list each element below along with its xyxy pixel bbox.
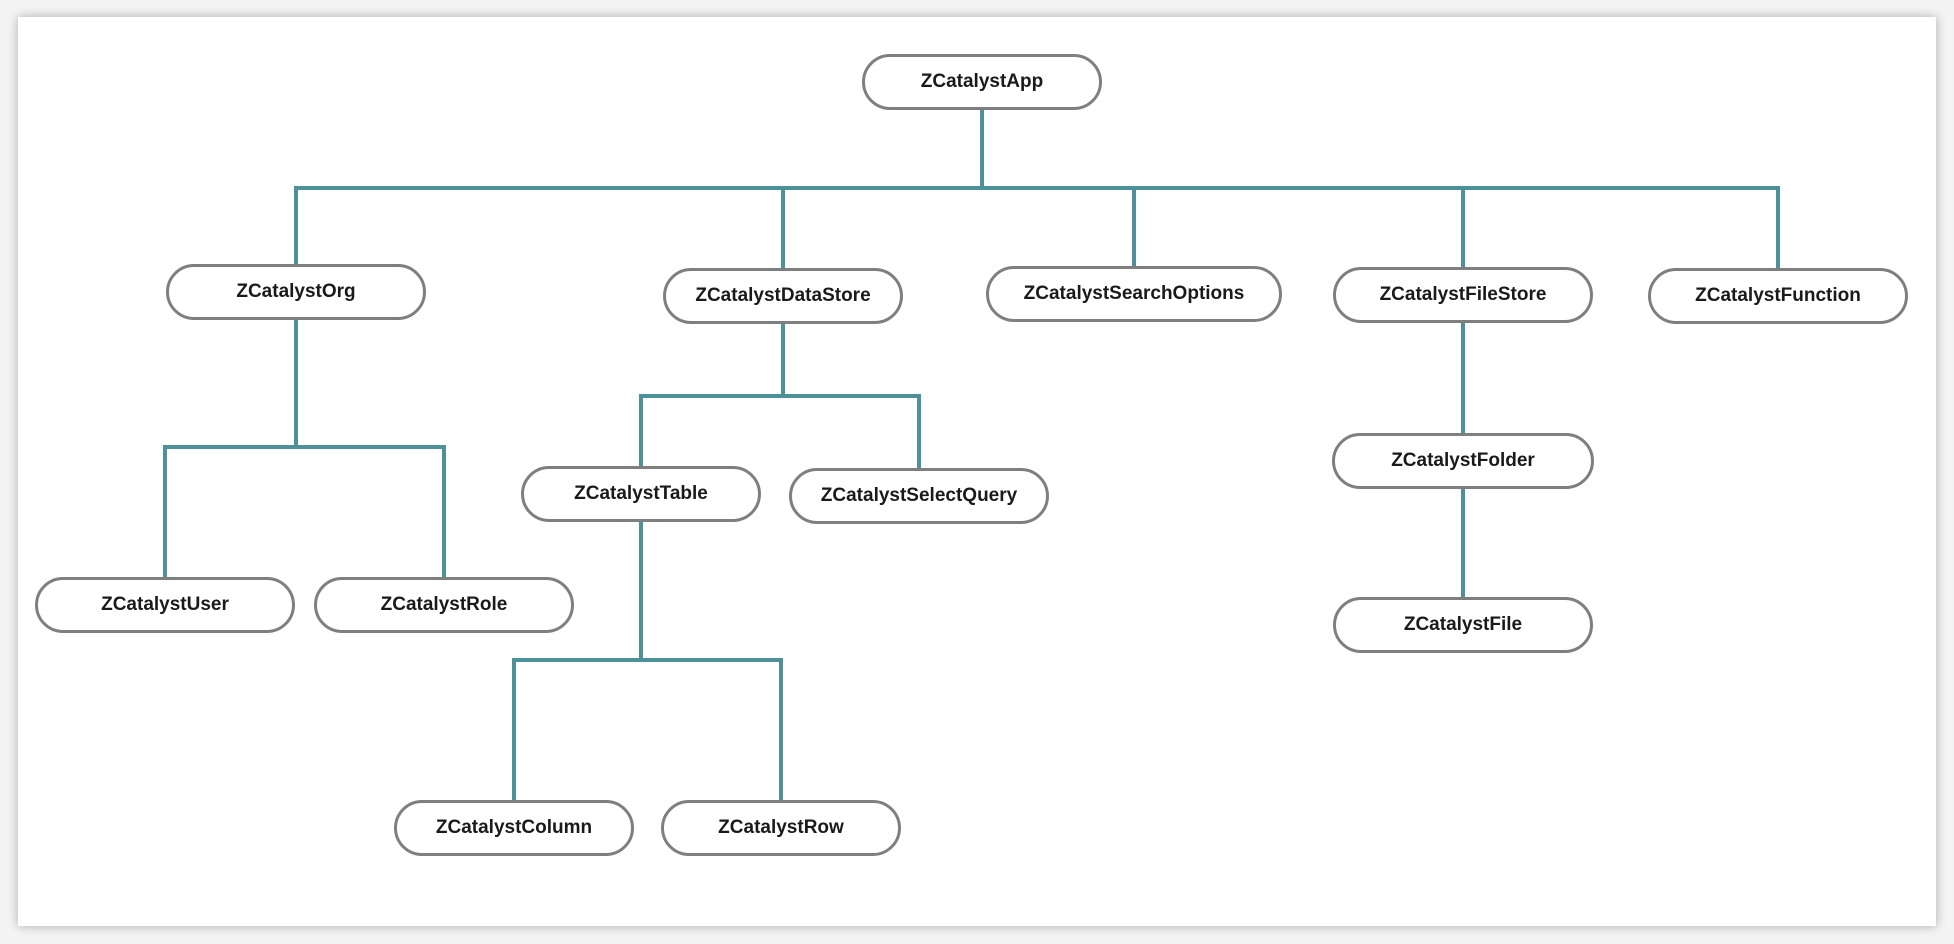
node-zcatalyst-org[interactable]: ZCatalystOrg <box>166 264 426 320</box>
node-zcatalyst-user[interactable]: ZCatalystUser <box>35 577 295 633</box>
node-zcatalyst-column[interactable]: ZCatalystColumn <box>394 800 634 856</box>
node-zcatalyst-app[interactable]: ZCatalystApp <box>862 54 1102 110</box>
node-zcatalyst-role[interactable]: ZCatalystRole <box>314 577 574 633</box>
node-zcatalyst-file[interactable]: ZCatalystFile <box>1333 597 1593 653</box>
node-zcatalyst-function[interactable]: ZCatalystFunction <box>1648 268 1908 324</box>
node-zcatalyst-row[interactable]: ZCatalystRow <box>661 800 901 856</box>
node-zcatalyst-table[interactable]: ZCatalystTable <box>521 466 761 522</box>
node-zcatalyst-select-query[interactable]: ZCatalystSelectQuery <box>789 468 1049 524</box>
node-zcatalyst-filestore[interactable]: ZCatalystFileStore <box>1333 267 1593 323</box>
node-zcatalyst-datastore[interactable]: ZCatalystDataStore <box>663 268 903 324</box>
node-zcatalyst-search-options[interactable]: ZCatalystSearchOptions <box>986 266 1282 322</box>
node-zcatalyst-folder[interactable]: ZCatalystFolder <box>1332 433 1594 489</box>
